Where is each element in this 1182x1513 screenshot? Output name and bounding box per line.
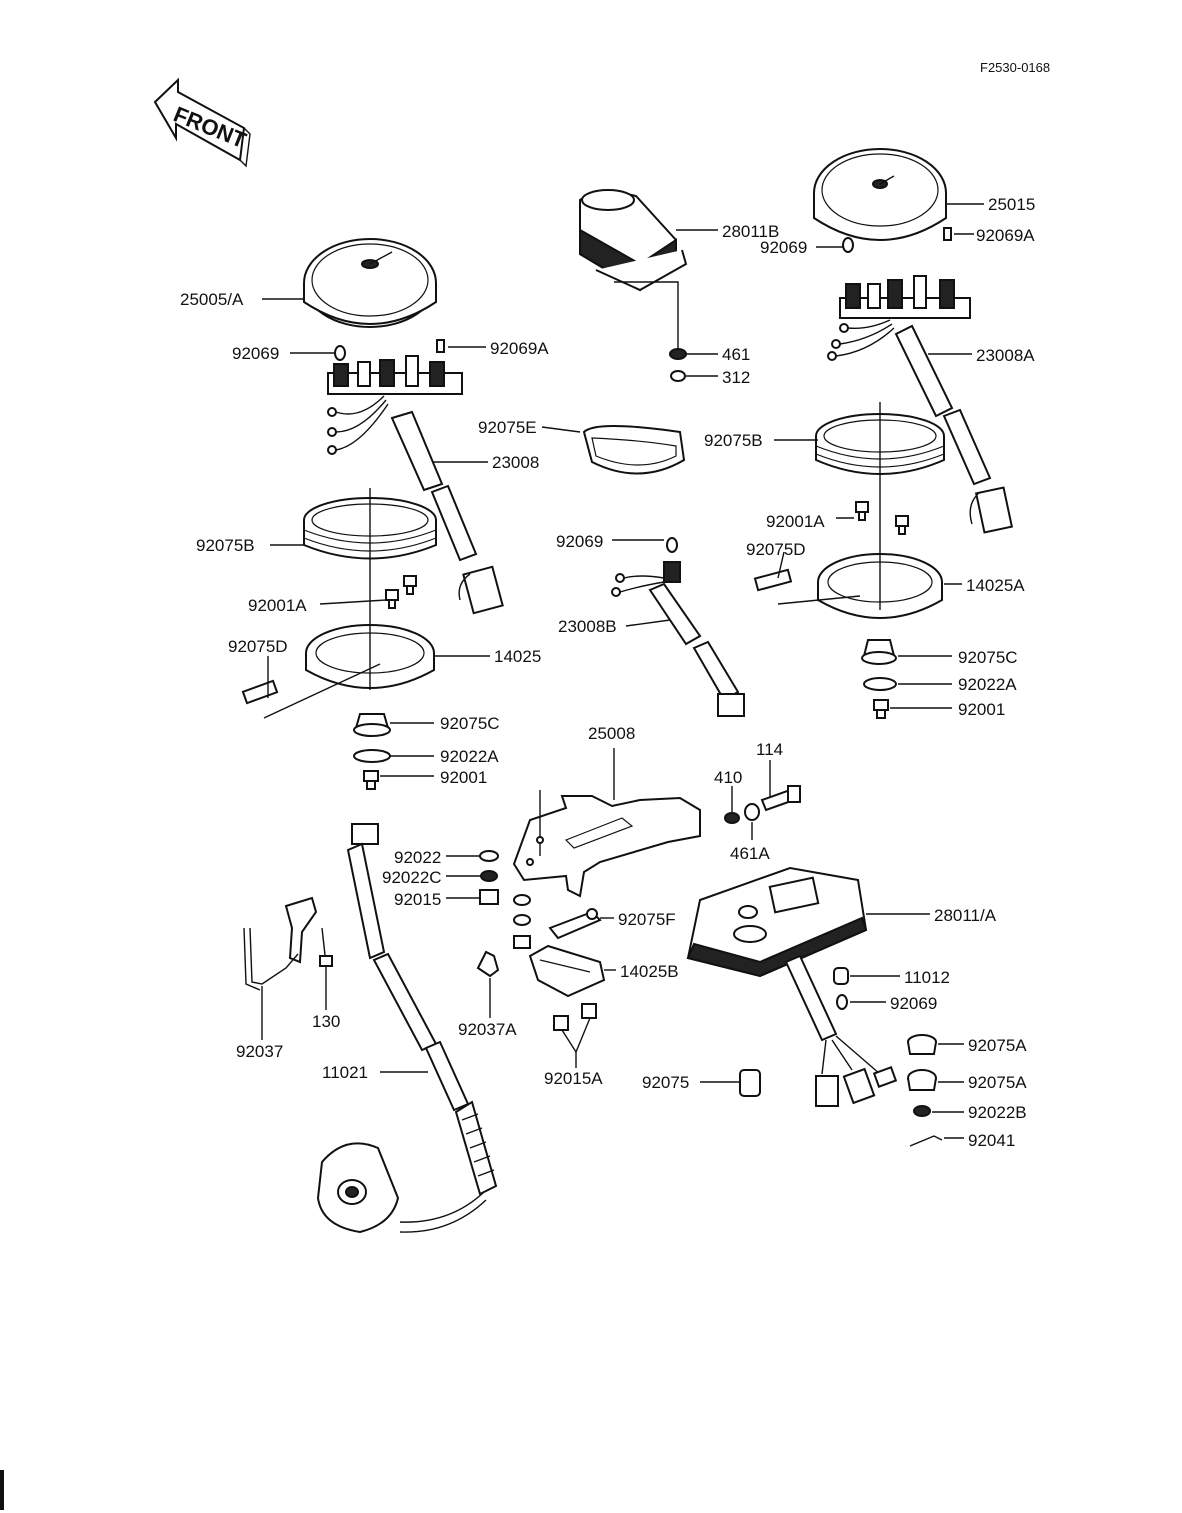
drawing-code: F2530-0168	[980, 60, 1050, 75]
label-92075D-left: 92075D	[228, 637, 288, 656]
label-92001A-left: 92001A	[248, 596, 307, 615]
nuts-92015A	[553, 1003, 597, 1054]
nut-461-washer-312	[669, 348, 687, 382]
label-92037A: 92037A	[458, 1020, 517, 1039]
bulb-socket-assembly-right	[839, 227, 971, 319]
label-92075D-right: 92075D	[746, 540, 806, 559]
bolts-92001A-left	[385, 575, 417, 609]
washers-92022-92015	[479, 850, 531, 949]
label-92075E: 92075E	[478, 418, 537, 437]
label-23008: 23008	[492, 453, 539, 472]
label-410: 410	[714, 768, 742, 787]
label-14025A: 14025A	[966, 576, 1025, 595]
speedometer-cable-11021	[316, 823, 498, 1234]
wire-harness-23008B	[611, 537, 745, 717]
label-11012: 11012	[904, 968, 950, 987]
tachometer-25015	[813, 148, 947, 241]
label-92075F: 92075F	[618, 910, 676, 929]
cushion-92075E	[582, 425, 686, 475]
wire-harness-23008	[327, 395, 504, 615]
label-130: 130	[312, 1012, 340, 1031]
label-25008: 25008	[588, 724, 635, 743]
label-92075B-right: 92075B	[704, 431, 763, 450]
label-92022C: 92022C	[382, 868, 442, 887]
label-92001A-right: 92001A	[766, 512, 825, 531]
wire-harness-23008A	[827, 319, 1014, 534]
bolts-92001A-right	[855, 501, 909, 535]
bracket-92075D-right	[753, 568, 861, 605]
indicator-harness	[784, 954, 898, 1107]
leader-lines	[261, 203, 984, 1139]
part-labels: 28011B 461 312 92075E 25015 92069 92069A…	[180, 195, 1035, 1150]
speedometer-25005	[303, 238, 437, 328]
label-92075: 92075	[642, 1073, 689, 1092]
label-92075B-left: 92075B	[196, 536, 255, 555]
clip-92037A	[476, 950, 500, 978]
label-114: 114	[756, 740, 783, 759]
label-92069-right: 92069	[760, 238, 807, 257]
label-92015A: 92015A	[544, 1069, 603, 1088]
label-28011A: 28011/A	[934, 906, 997, 925]
label-92069A-right: 92069A	[976, 226, 1035, 245]
label-25005A: 25005/A	[180, 290, 244, 309]
label-92022A-left: 92022A	[440, 747, 499, 766]
label-312: 312	[722, 368, 750, 387]
label-23008B: 23008B	[558, 617, 617, 636]
label-92022: 92022	[394, 848, 441, 867]
label-461A: 461A	[730, 844, 770, 863]
label-92075C-right: 92075C	[958, 648, 1018, 667]
label-23008A: 23008A	[976, 346, 1035, 365]
indicator-panel-28011A	[686, 866, 868, 978]
label-92069A-left: 92069A	[490, 339, 549, 358]
label-92022B: 92022B	[968, 1103, 1027, 1122]
label-461: 461	[722, 345, 750, 364]
label-28011B: 28011B	[722, 222, 779, 241]
label-25015: 25015	[988, 195, 1035, 214]
grommet-92075C-right	[861, 639, 897, 719]
case-14025	[305, 488, 435, 690]
meter-bracket-25008	[512, 790, 701, 898]
label-92015: 92015	[394, 890, 441, 909]
label-14025B: 14025B	[620, 962, 679, 981]
label-92001-left: 92001	[440, 768, 487, 787]
bracket-92037	[243, 896, 333, 991]
case-14025A	[817, 402, 943, 619]
fuel-gauge-28011B	[579, 189, 688, 350]
bolt-114	[724, 785, 801, 824]
label-92069-middle: 92069	[556, 532, 603, 551]
grommet-92075C-left	[353, 713, 391, 790]
label-92001-right: 92001	[958, 700, 1005, 719]
label-92069-bottom: 92069	[890, 994, 937, 1013]
label-92041: 92041	[968, 1131, 1015, 1150]
bracket-92075F	[548, 908, 602, 940]
scan-edge-mark	[0, 1470, 4, 1510]
label-92075A-1: 92075A	[968, 1036, 1027, 1055]
small-parts-right	[739, 967, 943, 1147]
case-14025B	[528, 944, 606, 998]
front-arrow-icon: FRONT	[153, 77, 251, 168]
bulb-socket-assembly-left	[327, 339, 463, 395]
label-92069-left: 92069	[232, 344, 279, 363]
label-92075A-2: 92075A	[968, 1073, 1027, 1092]
label-14025: 14025	[494, 647, 541, 666]
label-92022A-right: 92022A	[958, 675, 1017, 694]
label-92037: 92037	[236, 1042, 283, 1061]
label-11021: 11021	[322, 1063, 368, 1082]
label-92075C-left: 92075C	[440, 714, 500, 733]
